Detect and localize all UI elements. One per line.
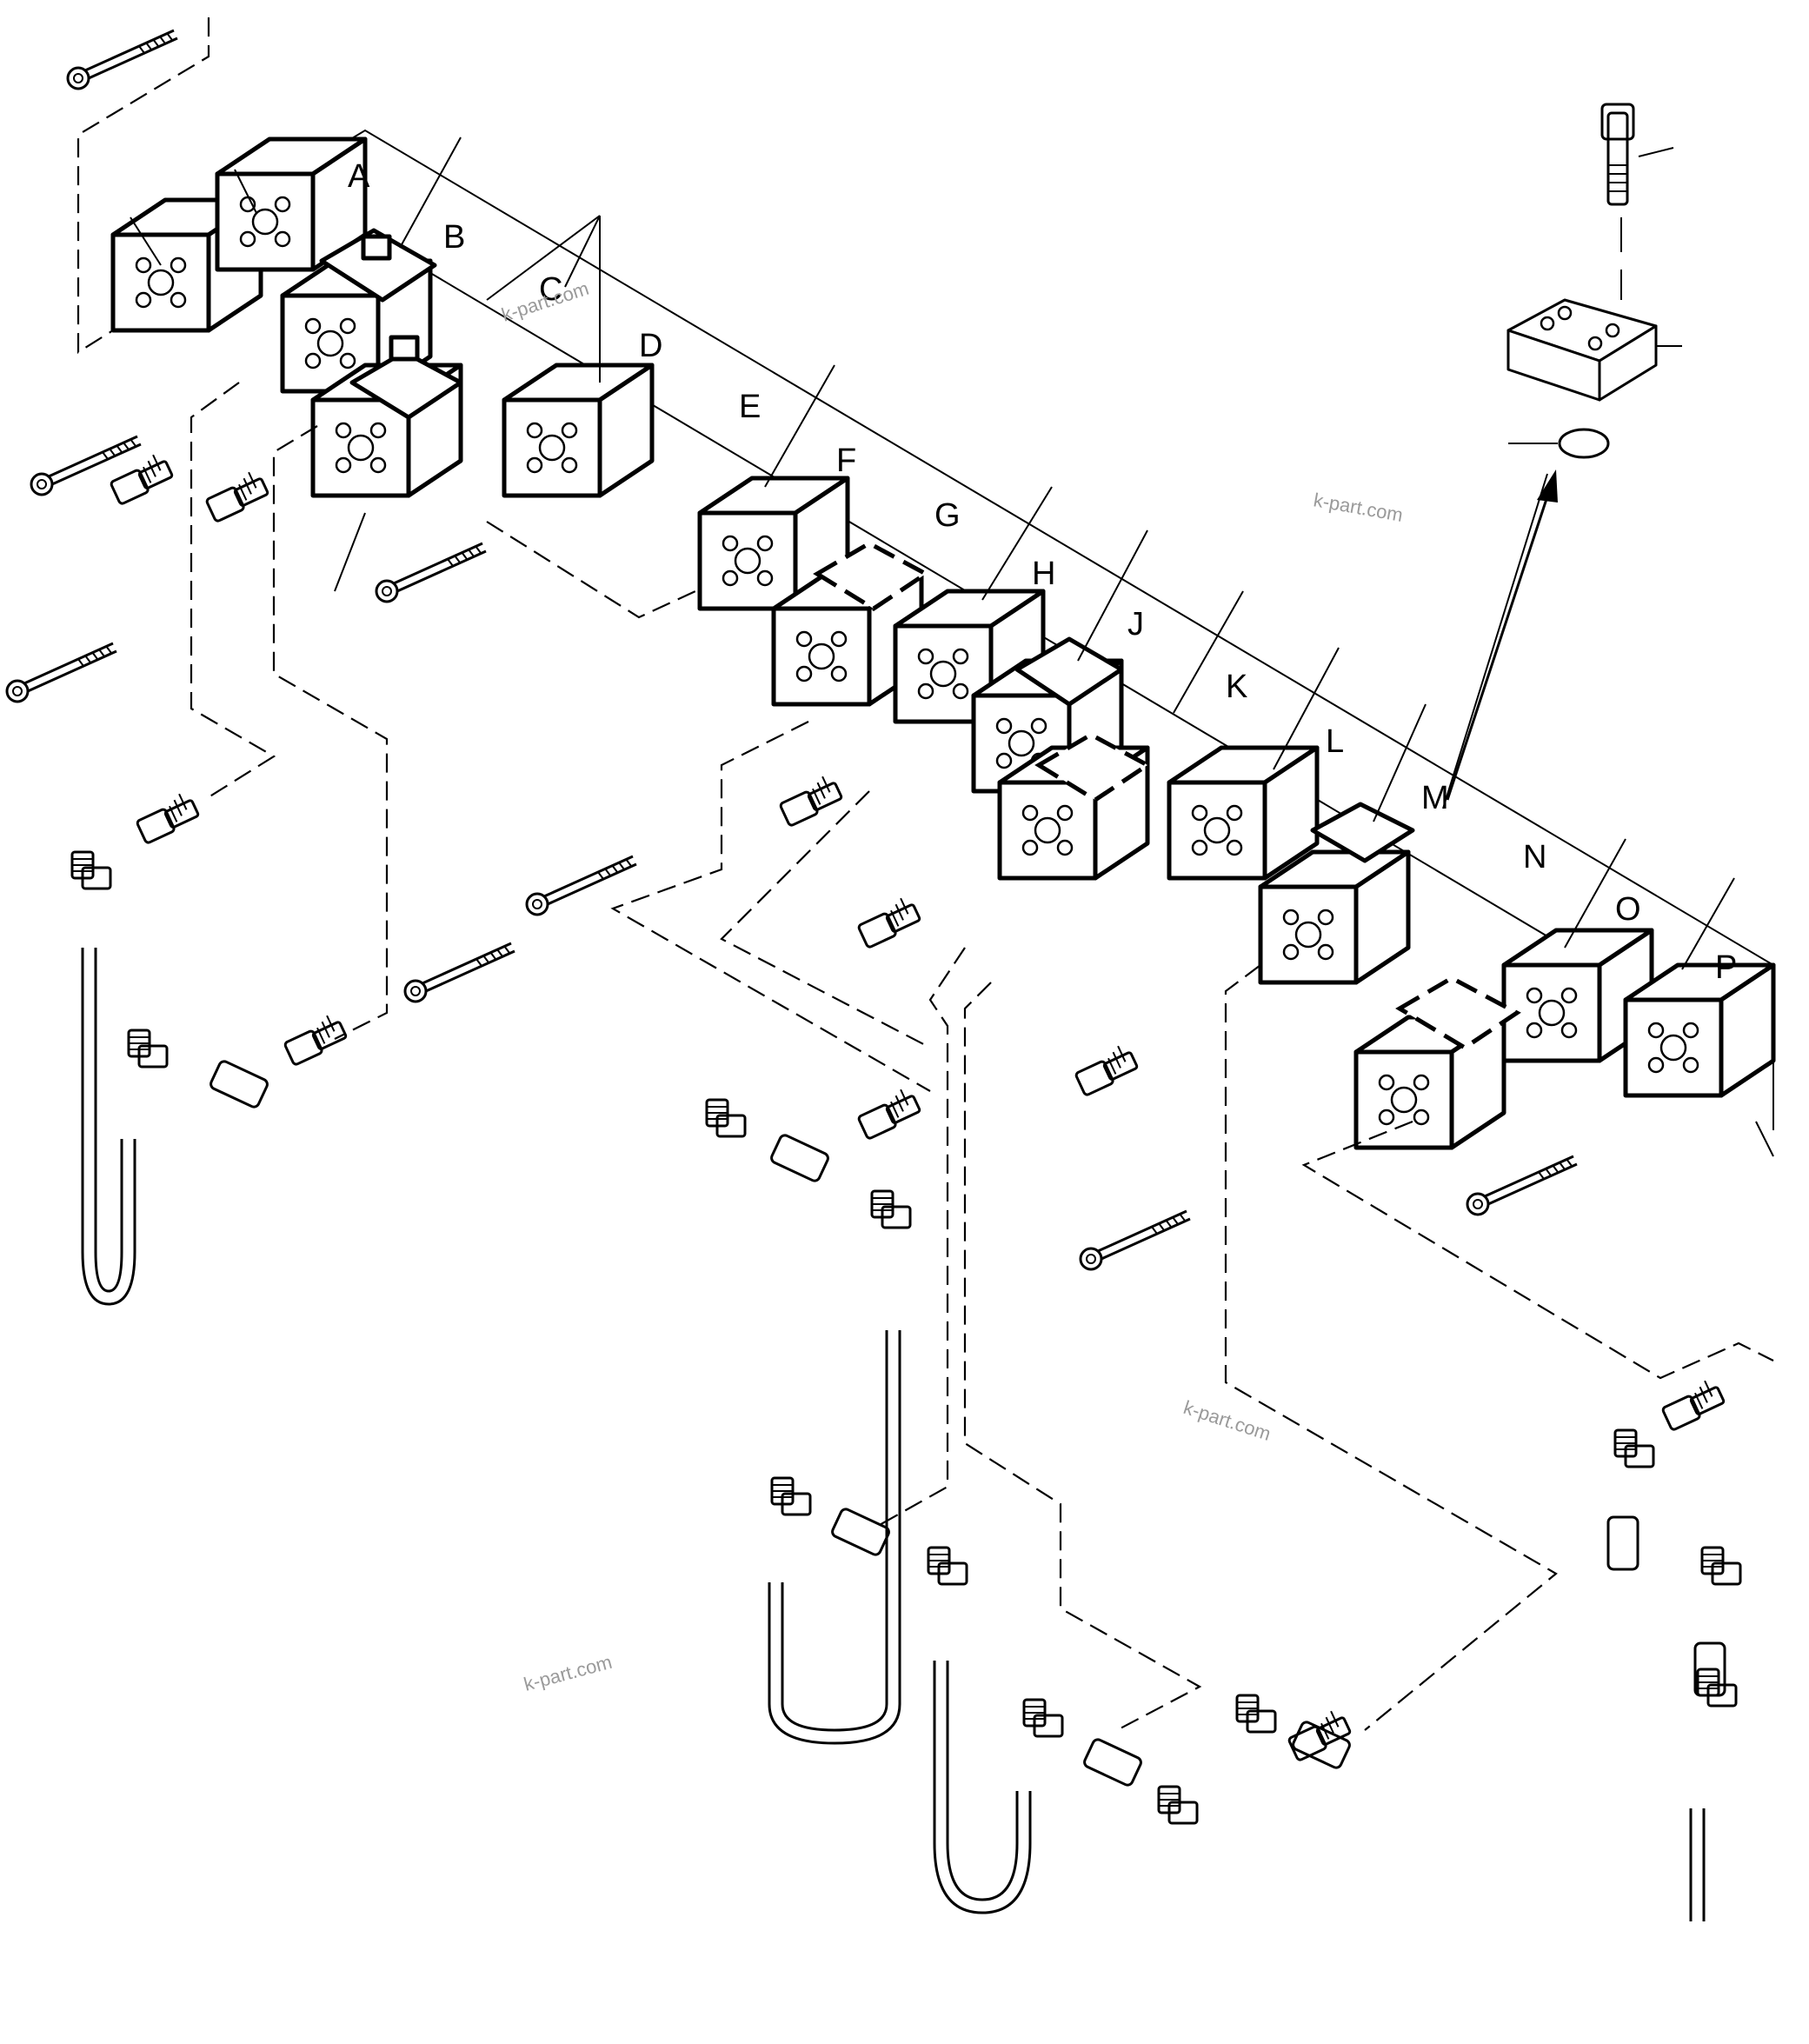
- leader-lines: [130, 136, 1774, 1157]
- label-H: H: [1032, 556, 1055, 592]
- cover-plates: [319, 228, 1521, 1050]
- label-M: M: [1421, 780, 1449, 816]
- label-J: J: [1127, 606, 1144, 642]
- watermark: k-part.com: [1312, 489, 1405, 526]
- label-D: D: [639, 328, 662, 364]
- label-N: N: [1523, 839, 1546, 876]
- label-P: P: [1715, 949, 1737, 986]
- dashed-connection-lines: [76, 17, 1774, 1731]
- watermark: k-part.com: [522, 1651, 615, 1695]
- tee-fittings: [209, 1060, 1726, 1787]
- label-K: K: [1226, 669, 1247, 705]
- detail-cover-plate: [1506, 103, 1682, 459]
- watermarks: k-part.com k-part.com k-part.com k-part.…: [499, 277, 1405, 1695]
- hoses: [81, 948, 1706, 1921]
- valve-blocks: [113, 139, 1773, 1148]
- label-L: L: [1326, 723, 1344, 760]
- manifold-letter-labels: A B C D E F G H J K L M N O P: [348, 158, 1737, 986]
- detail-arrow: [1446, 469, 1558, 801]
- label-F: F: [836, 443, 856, 479]
- watermark: k-part.com: [1181, 1396, 1274, 1445]
- label-O: O: [1615, 891, 1641, 928]
- label-B: B: [443, 219, 465, 256]
- label-G: G: [934, 497, 961, 534]
- label-E: E: [739, 389, 761, 425]
- label-A: A: [348, 158, 370, 195]
- label-C: C: [539, 271, 562, 308]
